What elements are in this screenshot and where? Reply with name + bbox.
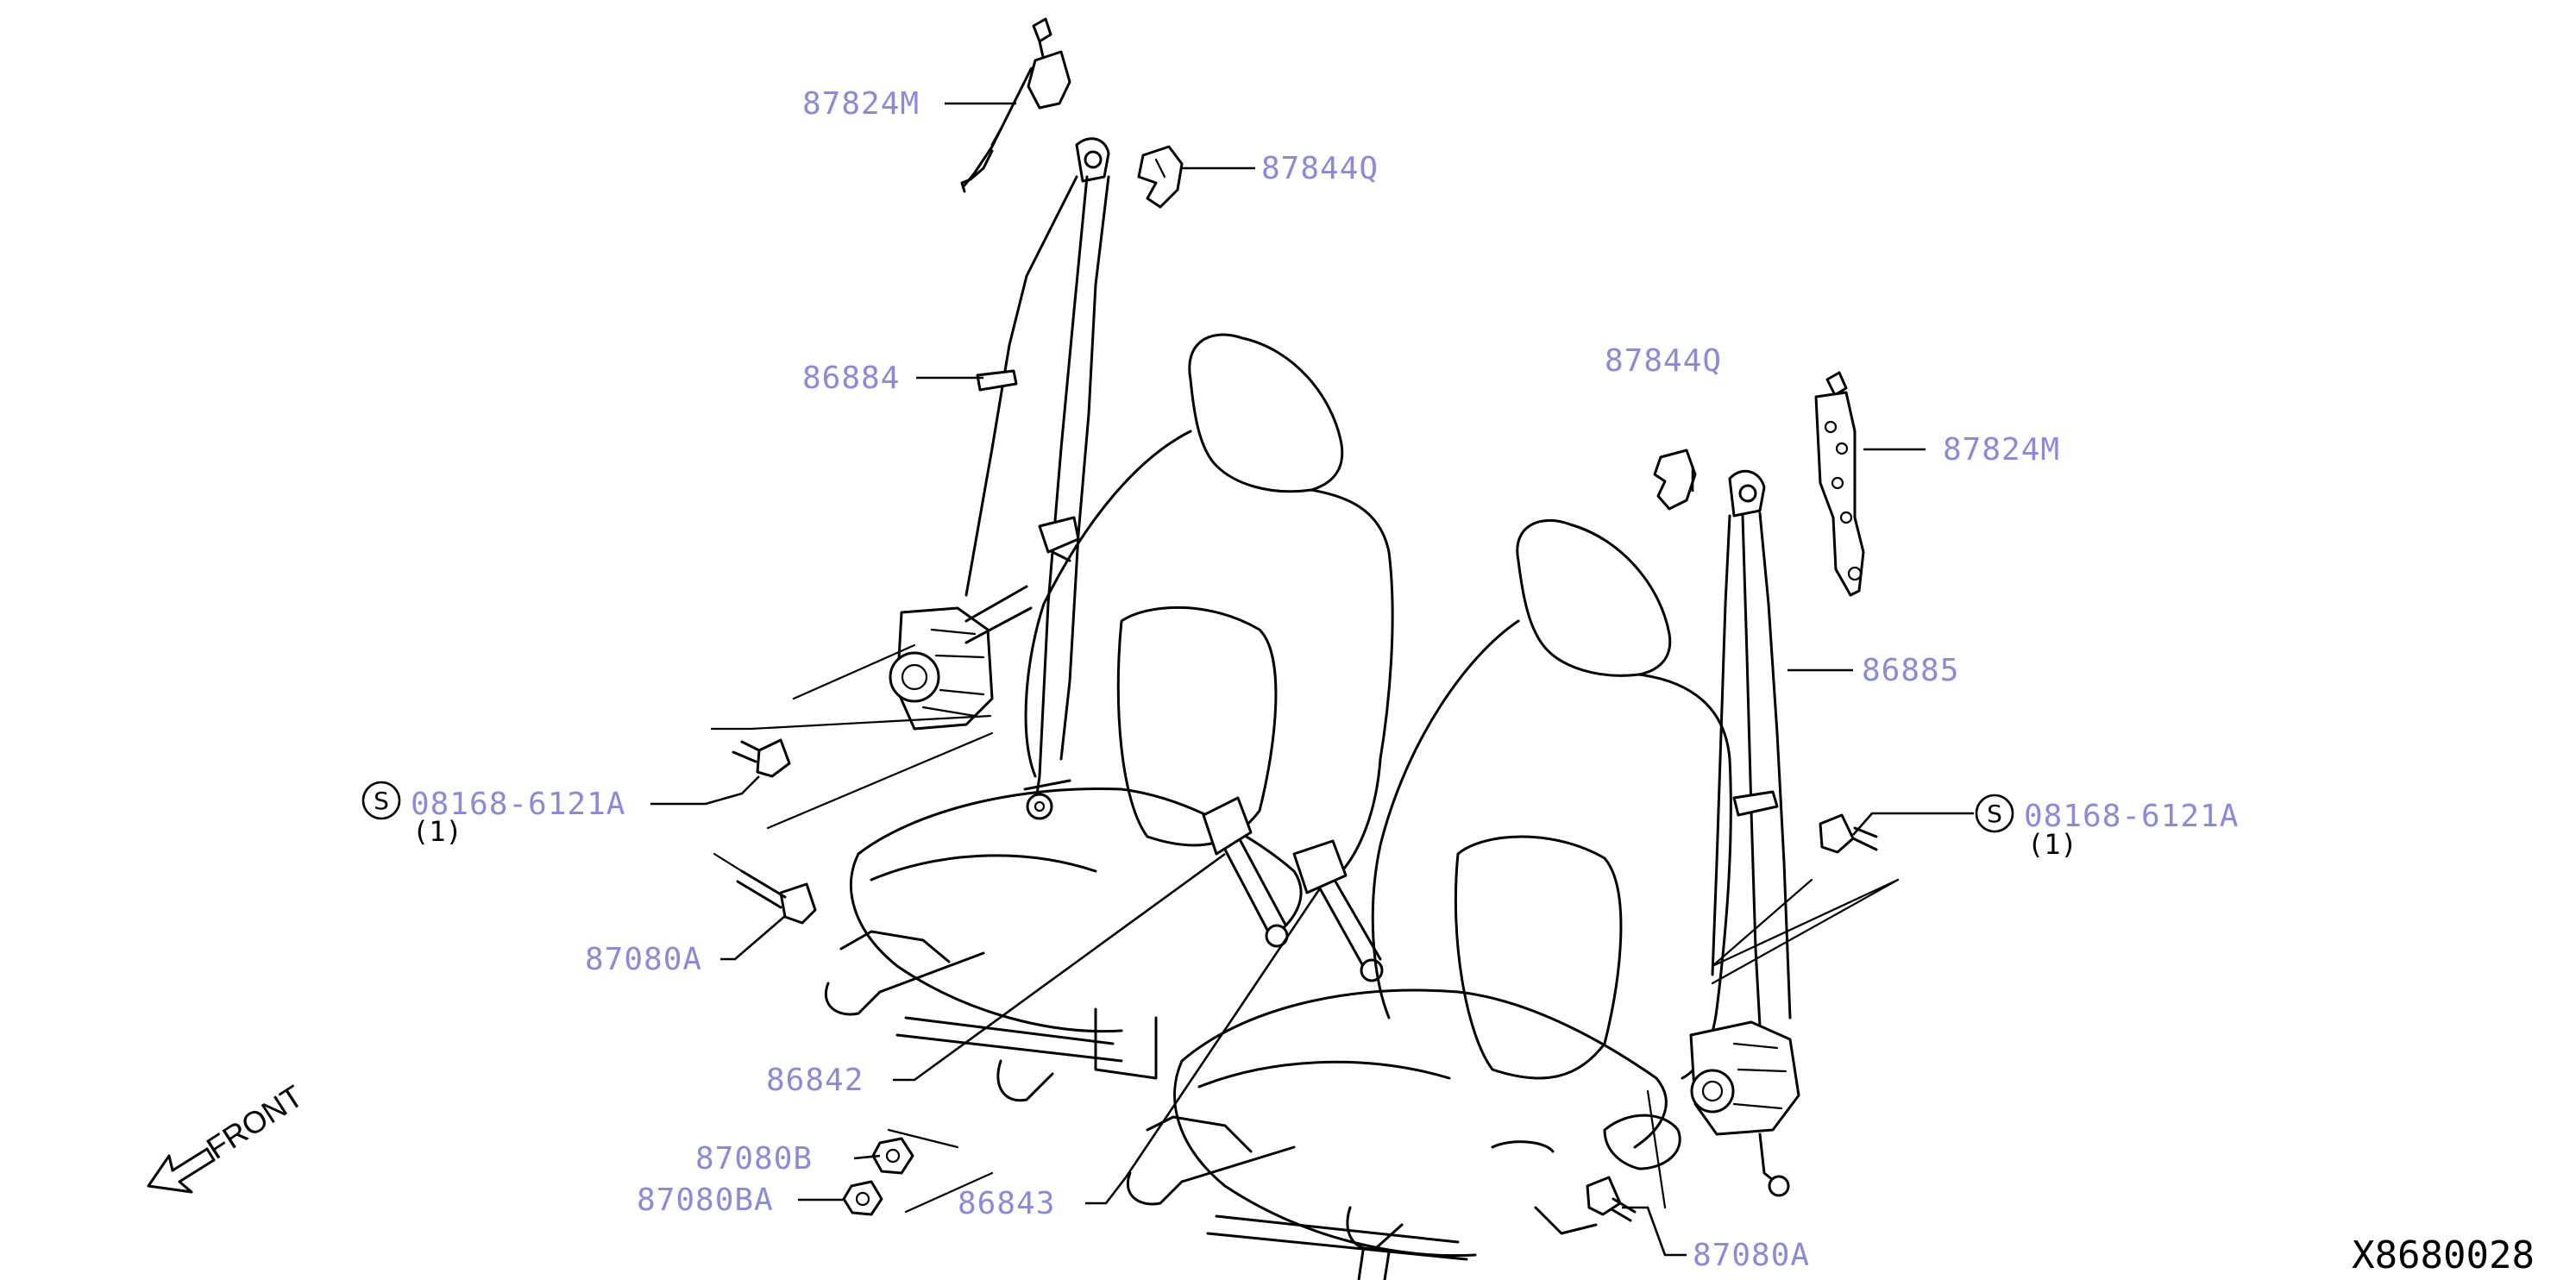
s-icon-text-left: S [374,787,389,815]
qty-08168-6121a-right: (1) [2027,828,2077,861]
qty-08168-6121a-left: (1) [412,815,462,848]
label-86884: 86884 [802,361,900,396]
label-87844q-left: 87844Q [1261,151,1379,186]
standard-part-icon-right: S [1975,794,2014,833]
label-87080a-left: 87080A [585,942,702,977]
label-87824m-left: 87824M [802,86,920,122]
diagram-code: X8680028 [2352,1233,2535,1277]
left-seat [825,333,1394,1102]
nuts [842,1137,914,1216]
left-seat-belt-assembly [732,17,1184,925]
label-87824m-right: 87824M [1943,432,2060,467]
standard-part-icon-left: S [361,781,401,820]
label-86842: 86842 [766,1063,864,1098]
label-87844q-right: 87844Q [1605,343,1722,379]
label-86843: 86843 [958,1186,1055,1221]
label-87080b: 87080B [695,1141,813,1176]
front-label: FRONT [200,1078,309,1166]
leader-lines [650,102,1974,1257]
s-icon-text-right: S [1987,800,2002,828]
label-86885: 86885 [1862,653,1959,688]
label-08168-6121a-right: 08168-6121A [2024,799,2239,834]
front-direction-indicator: FRONT [147,1078,309,1194]
label-08168-6121a-left: 08168-6121A [411,787,625,822]
label-87080a-right: 87080A [1693,1238,1810,1273]
right-seat [1127,519,1732,1280]
front-arrow-icon [147,1147,216,1194]
right-seat-belt-assembly [1586,371,1878,1222]
label-87080ba: 87080BA [637,1183,774,1218]
guide-lines [710,643,1900,1214]
